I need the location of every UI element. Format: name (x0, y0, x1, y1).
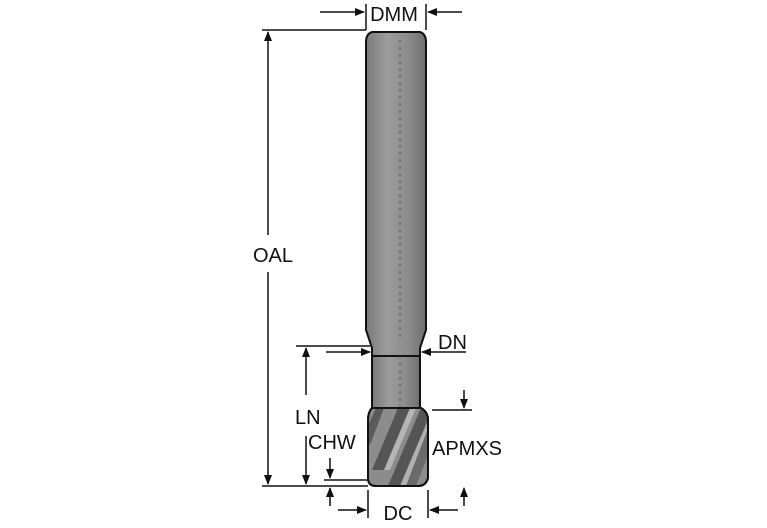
apmxs-label: APMXS (432, 438, 502, 460)
tool-neck (371, 355, 421, 411)
dc-label: DC (384, 503, 413, 523)
dimension-lines (262, 4, 472, 518)
dn-label: DN (438, 332, 467, 354)
tool-shank (365, 31, 427, 357)
cutting-head (367, 407, 429, 487)
dmm-label: DMM (370, 4, 418, 26)
ln-label: LN (295, 407, 321, 429)
helical-flutes (368, 408, 428, 486)
oal-label: OAL (253, 245, 293, 267)
chw-label: CHW (308, 432, 356, 454)
